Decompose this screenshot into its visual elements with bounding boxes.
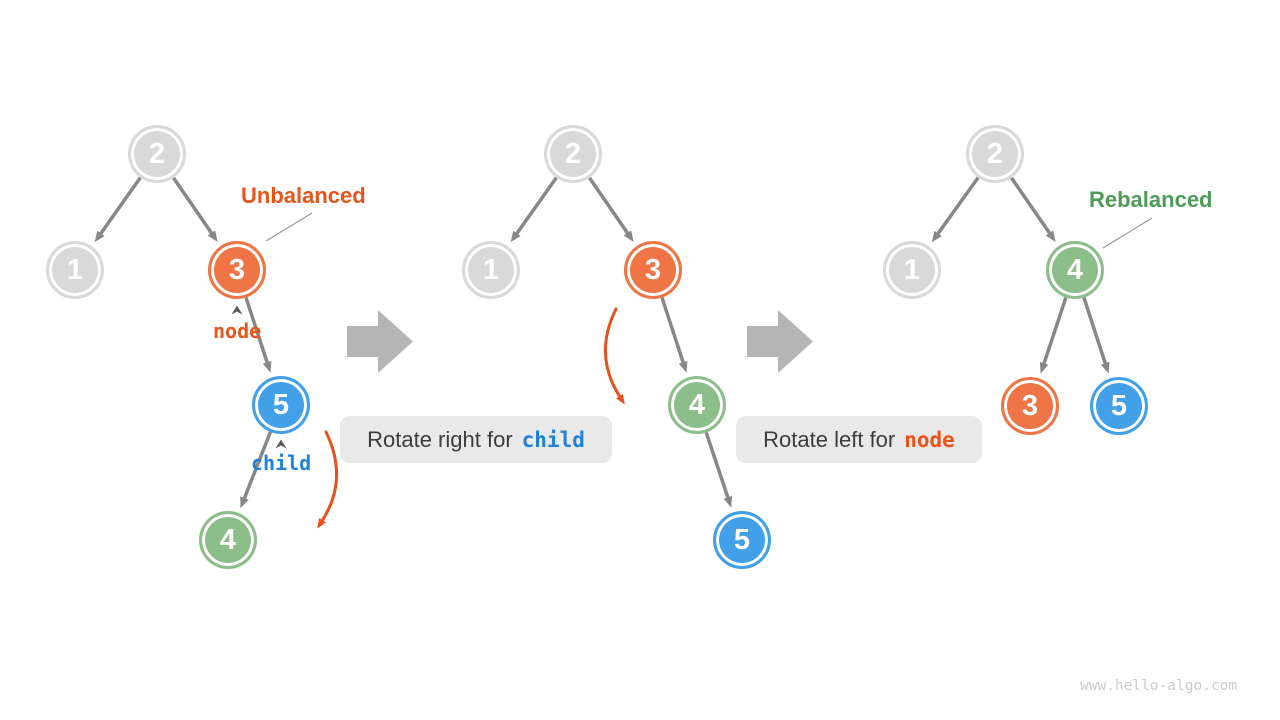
tree1-edge-2-1: [94, 176, 142, 243]
tree2-node-4: 4: [668, 376, 726, 434]
node-caret-icon: [231, 305, 243, 315]
tree1-node-3: 3: [208, 241, 266, 299]
tree2-node-5: 5: [713, 511, 771, 569]
child-caret-icon: [275, 439, 287, 449]
node-pointer-label: node: [213, 319, 262, 343]
rotate-left-arc-icon: [604, 307, 625, 405]
tree3-edge-4-5: [1082, 297, 1110, 374]
rotate-right-arc-icon: [317, 430, 338, 529]
caption-rotate-left-text: Rotate left for: [763, 427, 896, 452]
watermark-url: www.hello-algo.com: [1080, 678, 1238, 694]
rebalanced-pointer-line: [1102, 217, 1153, 249]
child-pointer-label: child: [251, 451, 312, 475]
transition-arrow-1-icon: [347, 310, 413, 373]
tree3-edge-2-1: [931, 176, 980, 243]
caption-rotate-left: Rotate left for node: [736, 416, 982, 463]
tree3-edge-2-4: [1010, 176, 1056, 243]
tree3-node-5: 5: [1090, 377, 1148, 435]
tree3-node-1: 1: [883, 241, 941, 299]
tree1-edge-2-3: [172, 176, 218, 243]
caption-keyword-child: child: [521, 428, 585, 452]
tree3-node-2: 2: [966, 125, 1024, 183]
caption-keyword-node: node: [904, 428, 955, 452]
tree2-edge-2-3: [588, 176, 634, 243]
tree3-node-3: 3: [1001, 377, 1059, 435]
unbalanced-label: Unbalanced: [241, 183, 366, 208]
tree3-edge-4-3: [1039, 296, 1068, 374]
tree1-node-1: 1: [46, 241, 104, 299]
caption-rotate-right-text: Rotate right for: [367, 427, 513, 452]
tree2-edge-3-4: [660, 297, 688, 373]
tree2-edge-4-5: [704, 431, 733, 508]
unbalanced-pointer-line: [265, 212, 313, 242]
tree1-node-5: 5: [252, 376, 310, 434]
tree3-node-4: 4: [1046, 241, 1104, 299]
tree2-node-2: 2: [544, 125, 602, 183]
tree1-node-4: 4: [199, 511, 257, 569]
tree1-node-2: 2: [128, 125, 186, 183]
rebalanced-label: Rebalanced: [1089, 187, 1213, 212]
caption-rotate-right: Rotate right for child: [340, 416, 612, 463]
tree2-node-1: 1: [462, 241, 520, 299]
tree2-edge-2-1: [510, 176, 558, 243]
tree2-node-3: 3: [624, 241, 682, 299]
transition-arrow-2-icon: [747, 310, 813, 373]
